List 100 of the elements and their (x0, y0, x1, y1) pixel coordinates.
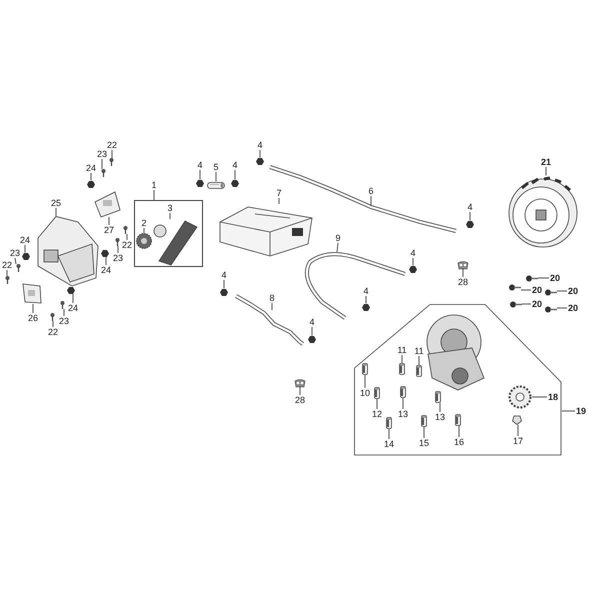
callout-number: 13 (397, 409, 409, 419)
nut-drawing (231, 180, 239, 186)
roller-drawing (435, 391, 441, 403)
nut-drawing (308, 336, 316, 342)
callout-number: 23 (9, 248, 21, 258)
sprocket-drawing (508, 385, 532, 409)
callout-number: 16 (453, 437, 465, 447)
leader-line (562, 410, 576, 412)
leader-line (458, 426, 460, 438)
bolt-drawing (545, 289, 557, 296)
callout-number: 12 (371, 409, 383, 419)
callout-number: 2 (140, 218, 148, 228)
callout-number: 1 (150, 180, 158, 190)
bracket-drawing (36, 216, 100, 287)
callout-number: 17 (512, 436, 524, 446)
callout-number: 28 (457, 277, 469, 287)
callout-number: 24 (19, 235, 31, 245)
roller-drawing (386, 417, 392, 429)
callout-number: 20 (531, 285, 543, 295)
callout-number: 22 (121, 240, 133, 250)
callout-number: 7 (276, 188, 282, 198)
nut-drawing (87, 180, 95, 188)
bolt-drawing (4, 276, 10, 284)
callout-number: 27 (103, 225, 115, 235)
callout-number: 23 (96, 149, 108, 159)
fan-drawing (136, 233, 152, 249)
leader-line (336, 242, 338, 252)
roller-drawing (416, 365, 422, 377)
bolt-drawing (510, 300, 522, 308)
bolt-drawing (114, 238, 120, 246)
callout-number: 8 (268, 293, 276, 303)
callout-number: 25 (50, 198, 62, 208)
callout-number: 9 (334, 233, 342, 243)
callout-number: 4 (410, 248, 416, 258)
leader-line (278, 198, 280, 204)
nut-drawing (362, 304, 370, 310)
bolt-drawing (545, 306, 557, 312)
callout-number: 4 (256, 140, 264, 150)
roller-drawing (374, 387, 380, 399)
callout-number: 24 (67, 303, 79, 313)
callout-number: 15 (418, 438, 430, 448)
nut-drawing (466, 220, 474, 228)
leader-line (14, 258, 16, 264)
leader-line (52, 320, 54, 328)
leader-line (556, 290, 568, 292)
callout-number: 4 (466, 202, 474, 212)
callout-number: 24 (85, 163, 97, 173)
group-frame (134, 200, 203, 267)
leader-line (364, 374, 366, 388)
controller-drawing (220, 204, 312, 257)
callout-number: 18 (547, 392, 559, 402)
bolt-drawing (122, 226, 128, 234)
callout-number: 4 (308, 317, 316, 327)
leader-line (72, 294, 74, 304)
bolt-drawing (16, 264, 20, 272)
nut-drawing (256, 158, 264, 164)
nut-drawing (220, 288, 228, 296)
leader-line (388, 428, 390, 440)
nut-drawing (409, 266, 417, 272)
bolt-drawing (60, 301, 64, 309)
bolt-drawing (108, 158, 114, 166)
callout-number: 20 (549, 273, 561, 283)
leader-line (6, 270, 8, 276)
callout-number: 14 (383, 439, 395, 449)
roller-drawing (400, 386, 406, 398)
callout-number: 11 (396, 345, 408, 355)
nut-drawing (196, 180, 204, 186)
leader-line (532, 396, 548, 398)
leader-line (32, 304, 34, 314)
callout-number: 20 (567, 303, 579, 313)
roller-drawing (455, 414, 461, 426)
leader-line (418, 356, 420, 366)
roller-drawing (421, 415, 427, 427)
leader-line (234, 170, 236, 180)
callout-number: 4 (220, 270, 228, 280)
hose-drawing (207, 182, 225, 188)
callout-number: 22 (1, 260, 13, 270)
leader-line (462, 268, 464, 278)
bolt-drawing (526, 275, 538, 282)
callout-number: 26 (27, 313, 39, 323)
plate-drawing (22, 283, 42, 304)
bracket-drawing (95, 192, 120, 217)
callout-number: 22 (47, 327, 59, 337)
callout-number: 22 (106, 140, 118, 150)
callout-number: 6 (368, 186, 374, 196)
callout-number: 11 (413, 346, 425, 356)
callout-number: 20 (567, 286, 579, 296)
callout-number: 21 (540, 157, 552, 167)
callout-number: 20 (531, 299, 543, 309)
callout-number: 5 (212, 162, 220, 172)
leader-line (126, 234, 128, 240)
leader-line (370, 196, 372, 206)
bolt-drawing (50, 313, 54, 321)
motor-drawing (508, 176, 578, 248)
callout-number: 28 (294, 395, 306, 405)
callout-number: 23 (112, 253, 124, 263)
callout-number: 4 (362, 286, 370, 296)
nut-drawing (22, 252, 30, 260)
leader-line (108, 216, 110, 226)
callout-number: 19 (575, 406, 587, 416)
